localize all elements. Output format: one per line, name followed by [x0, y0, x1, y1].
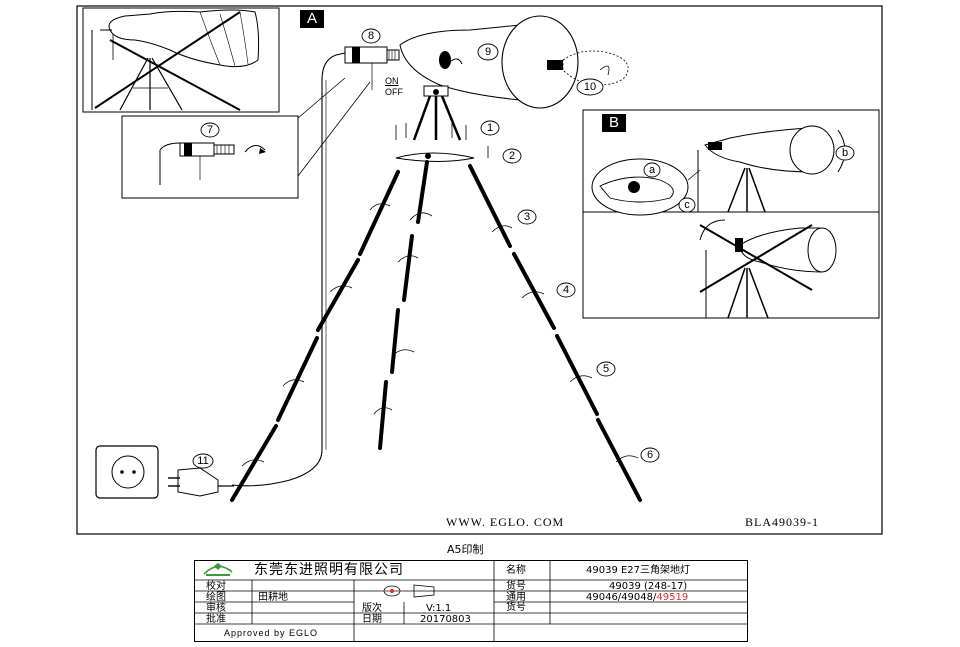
detail-letter-c: c — [684, 199, 690, 211]
label-review: 审核 — [206, 603, 226, 614]
title-block-grid — [194, 560, 748, 642]
drawn-by-value: 田耕地 — [258, 592, 288, 603]
document-code: BLA49039-1 — [745, 515, 819, 529]
label-date: 日期 — [362, 614, 382, 625]
label-item-no: 货号 — [506, 581, 526, 592]
panel-b-label: B — [602, 114, 626, 132]
panel-b — [582, 109, 880, 319]
tripod-head — [395, 85, 475, 162]
label-proofread: 校对 — [206, 581, 226, 592]
item-no-value: 49039 (248-17) — [609, 581, 688, 592]
general-item-no-value: 49046/49048/49519 — [586, 592, 688, 603]
step-number-1: 1 — [486, 122, 494, 134]
power-cord — [231, 52, 346, 487]
approved-by-text: Approved by EGLO — [224, 628, 319, 638]
general-item-no-red: 49519 — [656, 592, 689, 603]
drawing-border — [76, 5, 883, 535]
step-number-5: 5 — [602, 363, 610, 375]
step-number-9: 9 — [484, 46, 492, 58]
step-number-4: 4 — [562, 284, 570, 296]
label-general-item-no: 通用货号 — [506, 592, 526, 613]
version-value: V:1.1 — [426, 603, 452, 614]
step-circles — [192, 28, 855, 469]
title-block: 东莞东进照明有限公司 名称 49039 E27三角架地灯 校对 货号 49039… — [194, 560, 748, 642]
inset-wrong-use — [82, 7, 280, 113]
switch-off-label: OFF — [385, 87, 403, 97]
print-size-note: A5印制 — [447, 543, 484, 556]
general-item-no-black: 49046/49048/ — [586, 592, 657, 603]
light-bulb — [547, 50, 629, 86]
lamp-socket — [344, 46, 400, 90]
step-number-8: 8 — [367, 30, 375, 42]
label-version: 版次 — [362, 603, 382, 614]
switch-on-label: ON — [385, 76, 399, 86]
step-number-7: 7 — [206, 124, 214, 136]
inset-step-7 — [121, 77, 371, 199]
label-approve: 批准 — [206, 614, 226, 625]
name-value: 49039 E27三角架地灯 — [586, 565, 691, 576]
step-number-2: 2 — [508, 150, 516, 162]
company-name: 东莞东进照明有限公司 — [254, 562, 404, 578]
date-value: 20170803 — [420, 614, 471, 625]
label-drawn: 绘图 — [206, 592, 226, 603]
power-plug — [168, 467, 234, 497]
wall-outlet — [95, 445, 159, 499]
detail-letter-b: b — [841, 147, 849, 159]
label-name: 名称 — [506, 565, 526, 576]
detail-letter-a: a — [648, 164, 656, 176]
tripod-leg-right — [468, 164, 642, 502]
assembly-arrows — [241, 123, 639, 467]
step-number-6: 6 — [646, 449, 654, 461]
step-number-3: 3 — [523, 211, 531, 223]
step-number-10: 10 — [583, 81, 597, 93]
company-logo — [200, 562, 236, 578]
tripod-leg-middle — [378, 160, 429, 450]
website-text: WWW. EGLO. COM — [446, 515, 565, 529]
step-number-11: 11 — [197, 455, 209, 467]
panel-a-label: A — [300, 10, 324, 28]
tripod-leg-left — [230, 170, 400, 502]
